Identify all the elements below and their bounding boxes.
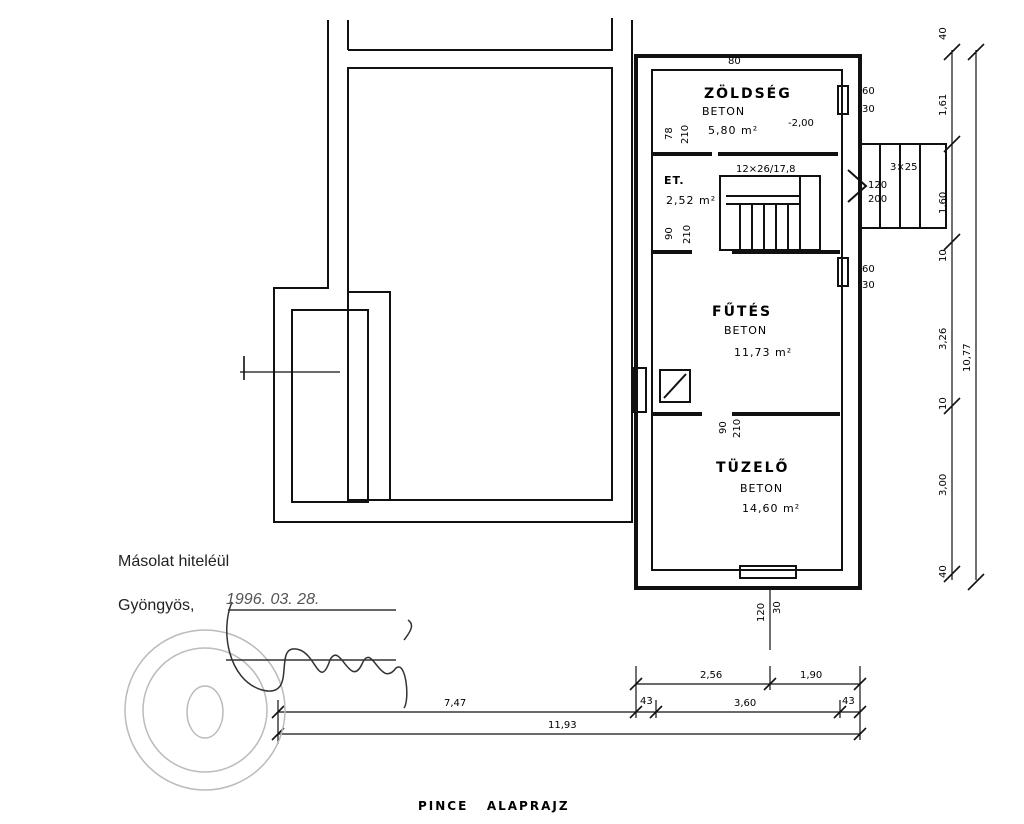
- dim-right-160: 1,60: [938, 192, 949, 214]
- dim-right-10-a: 10: [938, 249, 949, 262]
- window-mid-width: 60: [862, 264, 875, 275]
- window-top-width: 60: [862, 86, 875, 97]
- dim-right-161: 1,61: [938, 94, 949, 116]
- window-top-height: 30: [862, 104, 875, 115]
- main-plan: [633, 54, 947, 590]
- dim-right-40-top: 40: [938, 27, 949, 40]
- official-stamp: [124, 629, 286, 791]
- signature: [226, 601, 413, 709]
- window-mid-height: 30: [862, 280, 875, 291]
- outer-stair: [847, 143, 947, 229]
- certification-place: Gyöngyös,: [118, 597, 194, 614]
- dim-right-10-b: 10: [938, 397, 949, 410]
- room-tuzelo-area: 14,60 m²: [742, 502, 800, 515]
- room-et: ET. 2,52 m²: [664, 174, 716, 207]
- room-zoldseg-floor: BETON: [702, 105, 745, 118]
- dim-bottom-43-right: 43: [842, 696, 855, 707]
- window-bottom-width: 120: [756, 603, 767, 622]
- dim-right-326: 3,26: [938, 328, 949, 350]
- certification-line: Másolat hiteléül: [118, 553, 229, 570]
- door-et-height: 210: [682, 225, 693, 244]
- bottom-dim-labels: 2,56 1,90 7,47 43 3,60 43 11,93: [444, 670, 855, 731]
- entry-width: 120: [868, 180, 887, 191]
- room-tuzelo-floor: BETON: [740, 482, 783, 495]
- dim-bottom-256: 2,56: [700, 670, 722, 681]
- inner-stair: [719, 175, 821, 251]
- dim-bottom-190: 1,90: [800, 670, 822, 681]
- dim-bottom-43-left: 43: [640, 696, 653, 707]
- room-futes-area: 11,73 m²: [734, 346, 792, 359]
- room-futes-floor: BETON: [724, 324, 767, 337]
- room-tuzelo-name: TÜZELŐ: [716, 458, 789, 476]
- door-zoldseg-width: 78: [664, 127, 675, 140]
- room-futes-name: FŰTÉS: [712, 302, 772, 320]
- dim-bottom-747: 7,47: [444, 698, 466, 709]
- window-bottom-height: 30: [772, 601, 783, 614]
- left-structure: [240, 18, 633, 523]
- door-tuzelo-height: 210: [732, 419, 743, 438]
- certification-date: 1996. 03. 28.: [226, 591, 319, 608]
- room-tuzelo: TÜZELŐ BETON 14,60 m²: [716, 458, 800, 515]
- opening-labels: 78 210 90 210 90 210 60 30 60 30 120 30 …: [664, 86, 887, 622]
- dim-right-40-bottom: 40: [938, 565, 949, 578]
- dim-top: 80: [728, 56, 741, 67]
- room-zoldseg-level: -2,00: [788, 118, 814, 129]
- right-dimensions: [943, 43, 985, 591]
- dim-bottom-1193: 11,93: [548, 720, 577, 731]
- room-zoldseg-area: 5,80 m²: [708, 124, 758, 137]
- dim-right-300: 3,00: [938, 474, 949, 496]
- room-zoldseg: ZÖLDSÉG BETON 5,80 m² -2,00: [702, 84, 814, 137]
- door-tuzelo-width: 90: [718, 421, 729, 434]
- room-futes: FŰTÉS BETON 11,73 m²: [712, 302, 792, 359]
- bottom-dimensions: [271, 590, 867, 744]
- windows: [633, 85, 849, 579]
- drawing-title: PINCE ALAPRAJZ: [418, 799, 570, 813]
- room-et-name: ET.: [664, 174, 685, 187]
- door-et-width: 90: [664, 227, 675, 240]
- stair-inner-label: 12×26/17,8: [736, 164, 795, 175]
- room-zoldseg-name: ZÖLDSÉG: [704, 84, 792, 102]
- dim-bottom-360: 3,60: [734, 698, 756, 709]
- entry-height: 200: [868, 194, 887, 205]
- room-et-area: 2,52 m²: [666, 194, 716, 207]
- right-dim-labels: 40 1,61 1,60 10 3,26 10 3,00 40 10,77: [938, 27, 973, 578]
- stair-outer-label: 3×25: [890, 162, 917, 173]
- door-zoldseg-height: 210: [680, 125, 691, 144]
- chimney-box: [659, 369, 691, 403]
- dim-right-1077: 10,77: [962, 343, 973, 372]
